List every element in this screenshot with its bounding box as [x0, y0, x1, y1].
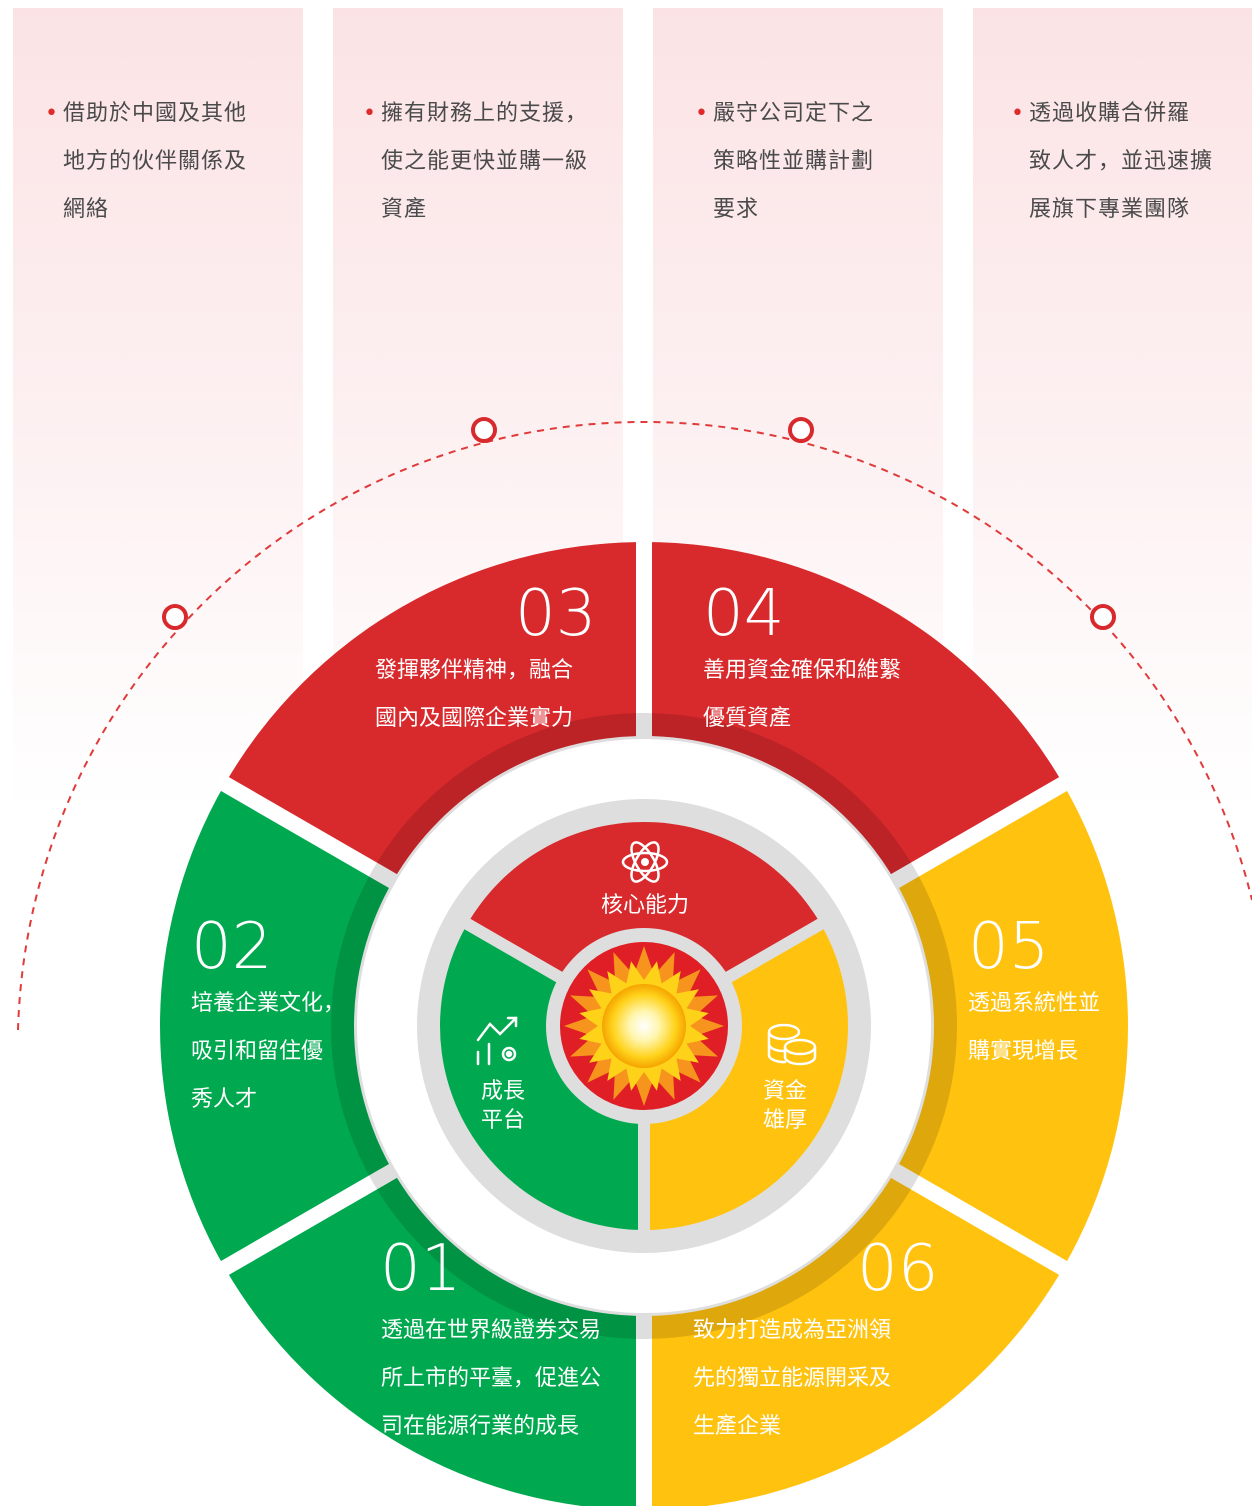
segment-03 [224, 542, 645, 881]
core-gap [714, 915, 829, 989]
panel-text: • 透過收購合併羅 致人才，並迅速擴 展旗下專業團隊 [1011, 90, 1214, 234]
segment-04 [644, 542, 1064, 881]
segment-06 [644, 1171, 1064, 1506]
segment-05-line2: 購實現增長 [968, 1039, 1078, 1064]
outer-ring-shadow-band [331, 713, 957, 1339]
segment-01-number: 01 [380, 1232, 461, 1306]
segment-02-line1: 培養企業文化， [191, 991, 345, 1016]
dashed-connector-arc [17, 421, 1252, 1031]
segment-06-number: 06 [857, 1232, 938, 1306]
segment-06-line3: 生產企業 [693, 1414, 781, 1439]
segment-04-line2: 優質資產 [703, 706, 791, 731]
core-label-capital-line1: 資金 [763, 1079, 807, 1104]
core-gap [459, 915, 574, 989]
panel-line: 致人才，並迅速擴 [1029, 149, 1214, 174]
panel-line: 網絡 [63, 197, 110, 222]
panel-line: 透過收購合併羅 [1029, 101, 1191, 126]
segment-02-line3: 秀人才 [191, 1087, 257, 1112]
panel-partnership: • 借助於中國及其他 地方的伙伴關係及 網絡 [13, 8, 303, 808]
connector-node-4 [1090, 604, 1116, 630]
segment-04-number: 04 [703, 577, 784, 651]
core-label-growth-line2: 平台 [481, 1108, 525, 1133]
bullet-icon: • [695, 101, 709, 126]
panel-text: • 嚴守公司定下之 策略性並購計劃 要求 [695, 90, 875, 234]
segment-03-line1: 發揮夥伴精神，融合 [375, 658, 573, 683]
segment-03-number: 03 [515, 577, 596, 651]
segment-06-line1: 致力打造成為亞洲領 [693, 1318, 891, 1343]
segment-01-line2: 所上市的平臺，促進公 [381, 1366, 601, 1391]
atom-icon [621, 841, 669, 883]
panel-line: 展旗下專業團隊 [1029, 197, 1191, 222]
core-sector-capital [644, 924, 848, 1230]
segment-05 [895, 784, 1128, 1268]
segment-04-line1: 善用資金確保和維繫 [703, 658, 901, 683]
segment-gap [215, 774, 406, 893]
segment-gap [882, 1159, 1073, 1278]
segment-gap [882, 774, 1073, 893]
segment-06-line2: 先的獨立能源開采及 [693, 1366, 891, 1391]
growth-chart-gear-icon [476, 1016, 518, 1066]
sun-core-icon [602, 984, 686, 1068]
segment-01-line1: 透過在世界級證券交易 [381, 1318, 601, 1343]
bullet-icon: • [363, 101, 377, 126]
panel-talent: • 透過收購合併羅 致人才，並迅速擴 展旗下專業團隊 [973, 8, 1252, 808]
connector-node-2 [471, 417, 497, 443]
coins-stack-icon [767, 1023, 817, 1066]
core-label-growth-line1: 成長 [481, 1079, 525, 1104]
outer-ring [159, 536, 1128, 1506]
segment-gap [215, 1159, 406, 1278]
segment-01 [224, 1171, 644, 1506]
panel-line: 使之能更快並購一級 [381, 149, 589, 174]
segment-05-number: 05 [968, 910, 1049, 984]
bullet-icon: • [1011, 101, 1025, 126]
core-sector-growth [440, 924, 644, 1230]
panel-line: 資產 [381, 197, 428, 222]
panel-text: • 擁有財務上的支援， 使之能更快並購一級 資產 [363, 90, 589, 234]
segment-05-line1: 透過系統性並 [968, 991, 1100, 1016]
core-label-capability: 核心能力 [601, 893, 689, 918]
panel-line: 地方的伙伴關係及 [63, 149, 248, 174]
connector-node-1 [162, 604, 188, 630]
panel-line: 借助於中國及其他 [63, 101, 248, 126]
core-sector-capability [467, 822, 821, 981]
segment-02-number: 02 [191, 910, 272, 984]
connector-node-3 [788, 417, 814, 443]
segment-01-line3: 司在能源行業的成長 [381, 1414, 579, 1439]
core-wheel [440, 822, 848, 1236]
segment-02 [159, 784, 393, 1268]
panel-line: 擁有財務上的支援， [381, 101, 589, 126]
segment-03-line2: 國內及國際企業實力 [375, 706, 573, 731]
core-label-capital-line2: 雄厚 [763, 1108, 807, 1133]
panel-text: • 借助於中國及其他 地方的伙伴關係及 網絡 [45, 90, 248, 234]
panel-line: 嚴守公司定下之 [713, 101, 875, 126]
panel-line: 要求 [713, 197, 760, 222]
panel-line: 策略性並購計劃 [713, 149, 875, 174]
segment-02-line2: 吸引和留住優 [191, 1039, 323, 1064]
bullet-icon: • [45, 101, 59, 126]
